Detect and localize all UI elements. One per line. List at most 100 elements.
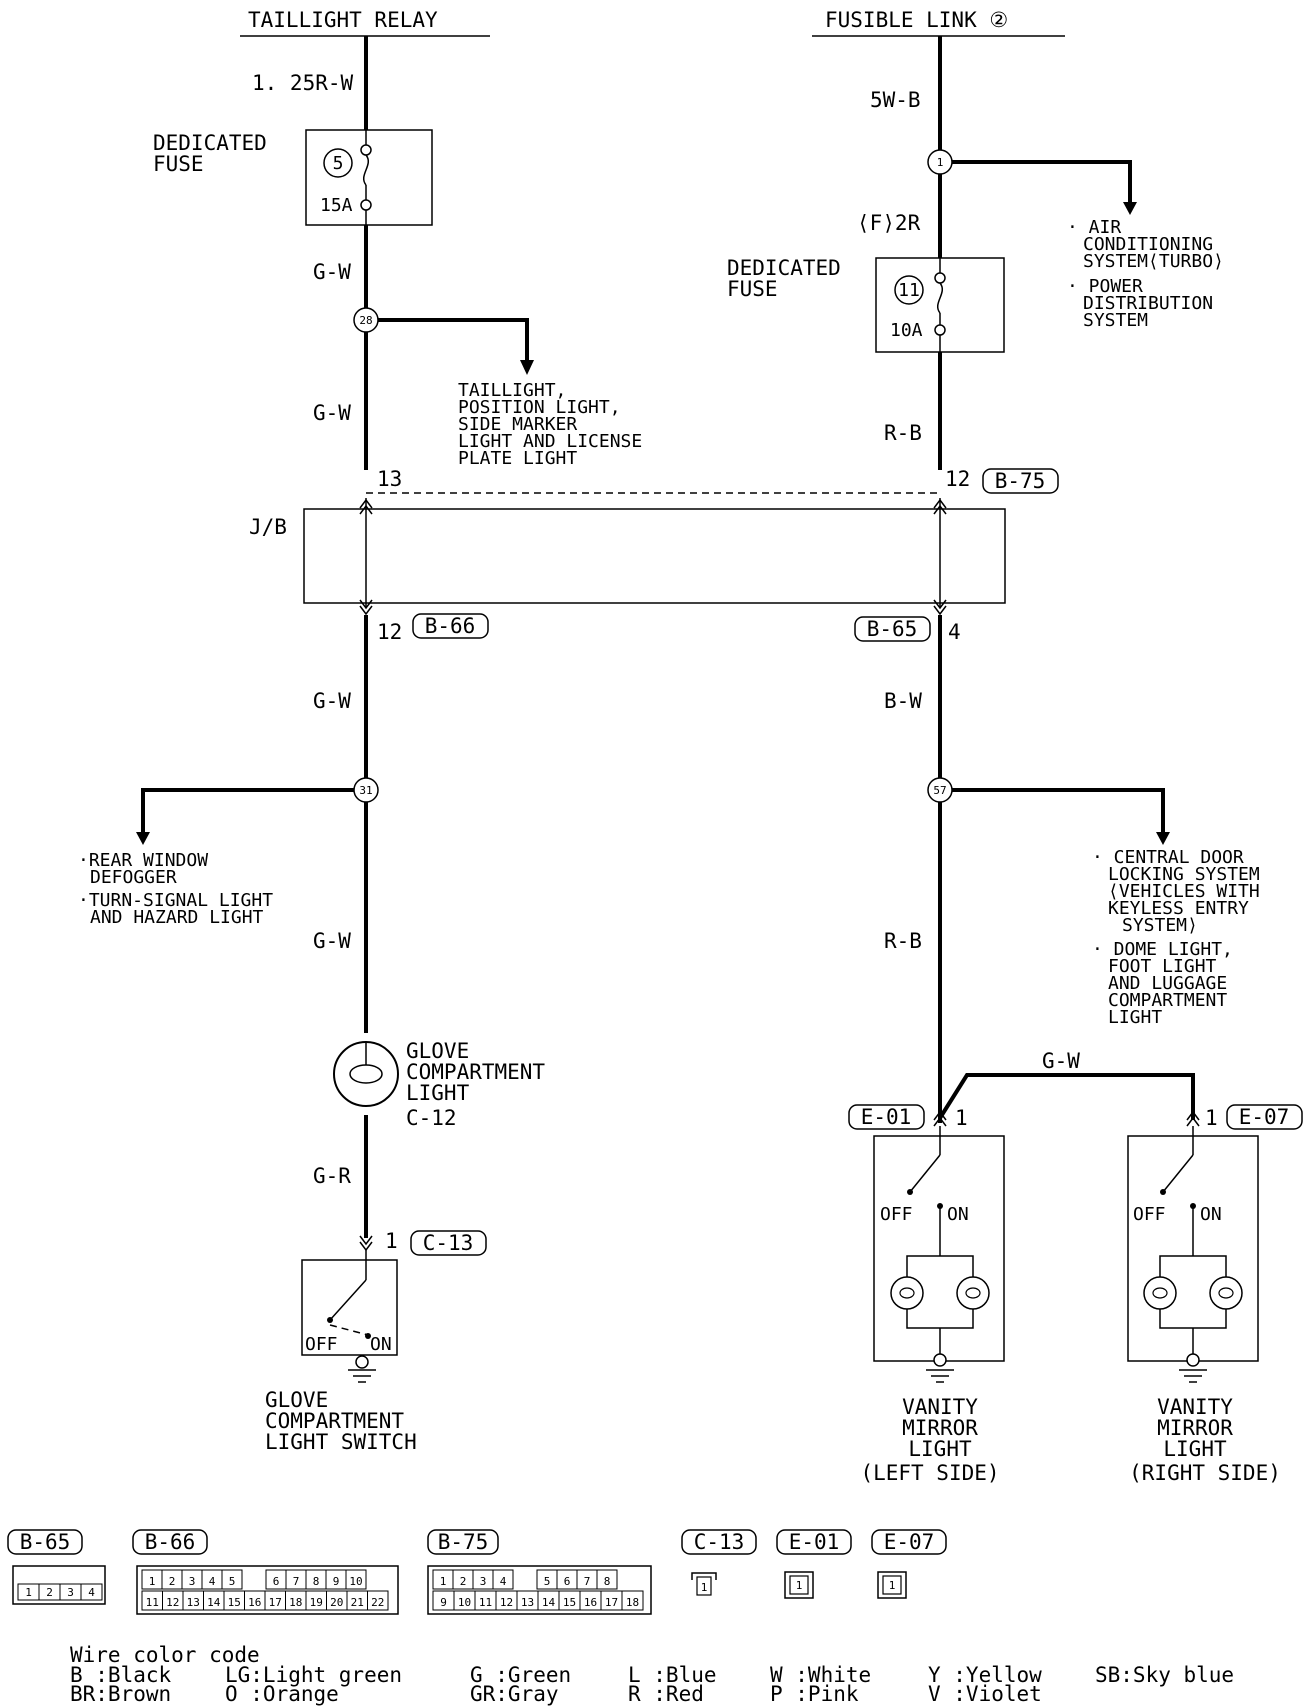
pin-1-e01: 1 [955,1106,968,1130]
connector-pin-number: 18 [626,1596,639,1609]
wire-label-bw: B-W [884,689,922,713]
legend-entry: L :Blue [628,1663,717,1687]
svg-text:COMPARTMENT: COMPARTMENT [265,1409,404,1433]
wire-label-125rw: 1. 25R-W [252,71,354,95]
connector-pin [221,1569,243,1590]
svg-text:SIDE MARKER: SIDE MARKER [458,414,577,435]
svg-text:FOOT LIGHT: FOOT LIGHT [1108,956,1217,977]
vanity-mirror-light-left: OFF ON [873,1110,1005,1383]
connector-pin-number: 5 [229,1575,236,1588]
junction-block [303,492,1006,616]
legend-entry: LG:Light green [225,1663,402,1687]
svg-text:B-66: B-66 [425,614,476,638]
connector-pin-number: 3 [480,1575,487,1588]
connector-pin-number: 9 [440,1596,447,1609]
connector-pin-number: 1 [440,1575,447,1588]
connector-view-e01: E-01 1 [776,1529,852,1599]
wire-label-gr: G-R [313,1164,351,1188]
fuse5-label-line2: FUSE [153,152,204,176]
connector-pin-number: 13 [521,1596,534,1609]
svg-text:LIGHT AND LICENSE: LIGHT AND LICENSE [458,431,642,452]
fuse11-number: 11 [898,280,920,301]
connector-pin-number: 14 [207,1596,221,1609]
svg-text:MIRROR: MIRROR [902,1416,978,1440]
connector-pin-number: 2 [169,1575,176,1588]
connector-pin-number: 7 [293,1575,300,1588]
svg-text:B-66: B-66 [145,1530,196,1554]
svg-text:SYSTEM: SYSTEM [1083,310,1148,331]
connector-pin-number: 16 [248,1596,261,1609]
connector-pin-number: 6 [564,1575,571,1588]
tag-e07: E-07 [1226,1104,1303,1130]
legend-title: Wire color code [70,1643,260,1667]
fuse5-rating: 15A [320,195,353,216]
svg-text:· CENTRAL DOOR: · CENTRAL DOOR [1092,847,1244,868]
wire-label-rb-1: R-B [884,421,922,445]
connector-view-c13: C-13 1 [681,1529,757,1596]
svg-text:E-07: E-07 [1239,1105,1290,1129]
svg-text:LIGHT: LIGHT [908,1437,972,1461]
svg-text:ON: ON [947,1204,969,1225]
wire-label-gw-3: G-W [313,689,351,713]
pin-12-b66: 12 [377,620,402,644]
connector-pin-number: 12 [500,1596,513,1609]
glove-compartment-light [333,1041,399,1107]
pin-12-b75: 12 [945,467,970,491]
glove-light-label: GLOVE COMPARTMENT LIGHT C-12 [406,1039,545,1130]
connector-pin-number: 8 [313,1575,320,1588]
svg-text:1: 1 [701,1581,708,1594]
svg-text:GLOVE: GLOVE [406,1039,469,1063]
connector-pin-number: 16 [584,1596,597,1609]
taillight-relay-label: TAILLIGHT RELAY [248,8,438,32]
junction-1: 1 [927,149,953,175]
bulb-icon [890,1276,924,1310]
fuse5-number: 5 [333,153,344,174]
svg-text:B-75: B-75 [438,1530,489,1554]
svg-text:AND HAZARD LIGHT: AND HAZARD LIGHT [90,907,264,928]
branch-tail [376,318,534,375]
branch-rear [136,788,356,845]
branch-tail-text: TAILLIGHT, POSITION LIGHT, SIDE MARKER L… [458,380,642,469]
tag-b75: B-75 [982,468,1059,494]
tag-b65: B-65 [854,616,931,642]
tag-e01: E-01 [848,1104,925,1130]
glove-switch-label: GLOVE COMPARTMENT LIGHT SWITCH [265,1388,417,1454]
legend-entry: W :White [770,1663,871,1687]
legend-entry: SB:Sky blue [1095,1663,1234,1687]
fuse11-label-line2: FUSE [727,277,778,301]
junction-57: 57 [927,777,953,803]
connector-pin-number: 11 [479,1596,492,1609]
connector-pin-number: 4 [209,1575,216,1588]
connector-pin-number: 14 [542,1596,556,1609]
connector-pin-number: 15 [228,1596,241,1609]
svg-text:B-65: B-65 [867,617,918,641]
svg-text:· AIR: · AIR [1067,217,1121,238]
svg-text:LIGHT SWITCH: LIGHT SWITCH [265,1430,417,1454]
branch-rear-text: ·REAR WINDOW DEFOGGER ·TURN-SIGNAL LIGHT… [78,850,273,928]
svg-text:B-65: B-65 [20,1530,71,1554]
connector-pin-number: 2 [46,1586,53,1599]
pin-1-e07: 1 [1205,1106,1218,1130]
svg-text:SYSTEM⟨TURBO⟩: SYSTEM⟨TURBO⟩ [1083,251,1224,272]
legend-entry: Y :Yellow [928,1663,1042,1687]
svg-text:COMPARTMENT: COMPARTMENT [406,1060,545,1084]
connector-pin-number: 9 [333,1575,340,1588]
svg-text:57: 57 [933,784,946,797]
bulb-icon [1209,1276,1243,1310]
fusible-link-source: FUSIBLE LINK ② [812,8,1065,37]
connector-pin-number: 3 [67,1586,74,1599]
svg-text:LIGHT: LIGHT [1108,1007,1162,1028]
svg-text:DEFOGGER: DEFOGGER [90,867,177,888]
pin-1-c13: 1 [385,1229,398,1253]
svg-text:COMPARTMENT: COMPARTMENT [1108,990,1227,1011]
svg-text:ON: ON [1200,1204,1222,1225]
svg-text:B-75: B-75 [995,469,1046,493]
svg-text:AND LUGGAGE: AND LUGGAGE [1108,973,1227,994]
connector-pin [492,1569,514,1590]
svg-text:LIGHT: LIGHT [1163,1437,1227,1461]
connector-pin [367,1590,389,1611]
svg-text:TAILLIGHT,: TAILLIGHT, [458,380,566,401]
legend-entry: GR:Gray [470,1682,559,1706]
